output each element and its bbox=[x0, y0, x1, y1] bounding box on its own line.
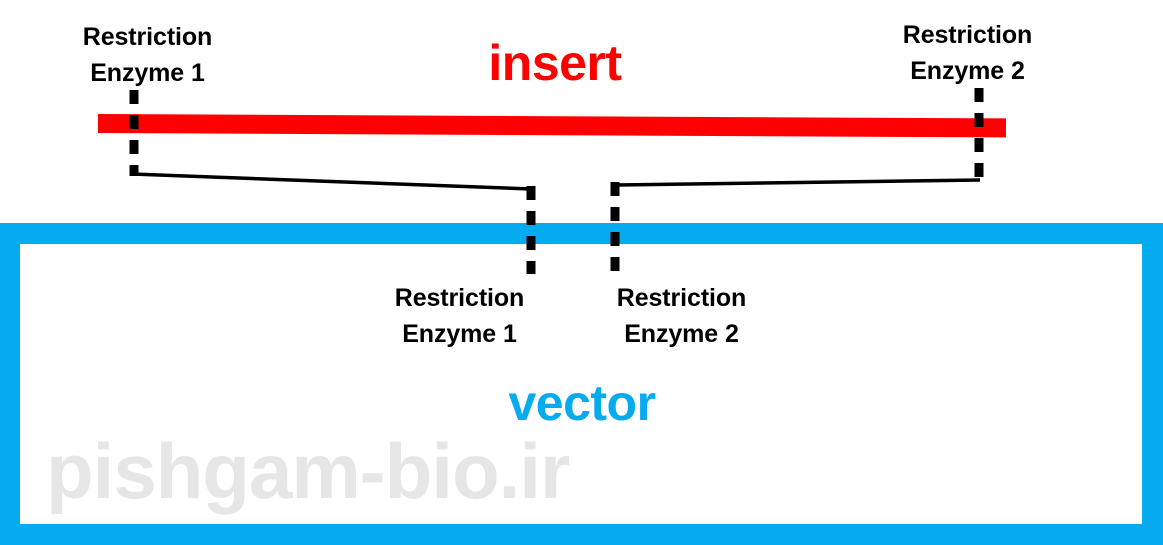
vector-backbone-box bbox=[0, 223, 1163, 545]
watermark-text: pishgam-bio.ir bbox=[46, 427, 570, 515]
vector-title: vector bbox=[508, 375, 656, 431]
insert-title: insert bbox=[488, 35, 622, 91]
insert-dna-bar bbox=[97, 114, 1007, 138]
label-insert-enzyme-2: Restriction Enzyme 2 bbox=[902, 21, 1033, 85]
ligation-connector-right bbox=[615, 178, 981, 187]
label-vector-enzyme-2: Restriction Enzyme 2 bbox=[616, 284, 747, 348]
label-vector-enzyme-1: Restriction Enzyme 1 bbox=[394, 284, 525, 348]
ligation-connector-left bbox=[131, 172, 532, 191]
label-insert-enzyme-1: Restriction Enzyme 1 bbox=[82, 23, 213, 87]
